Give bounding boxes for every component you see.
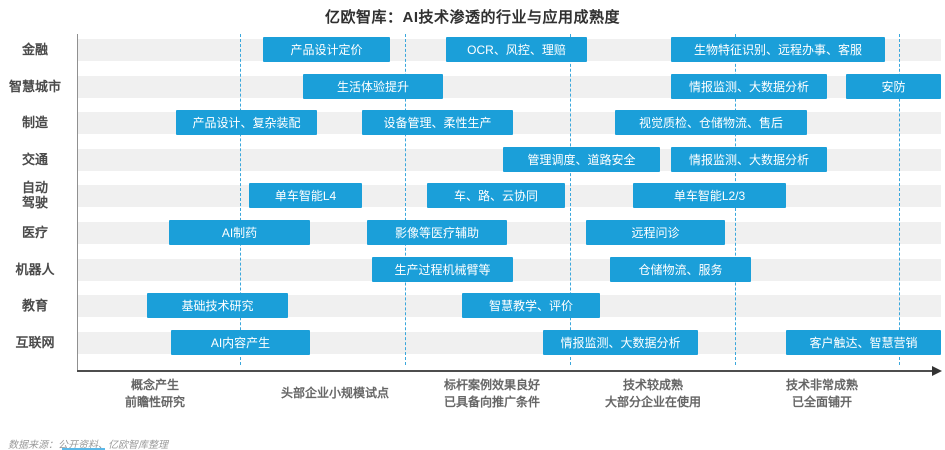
row-category-label: 教育 <box>21 297 48 313</box>
task-bar: 情报监测、大数据分析 <box>671 74 827 99</box>
task-bar: AI内容产生 <box>171 330 310 355</box>
task-bar: 远程问诊 <box>586 220 725 245</box>
task-bar: 产品设计定价 <box>263 37 390 62</box>
task-bar: AI制药 <box>169 220 310 245</box>
maturity-stage-label: 技术非常成熟 已全面铺开 <box>785 377 858 409</box>
footer-accent-bar <box>62 448 105 450</box>
task-bar: 生物特征识别、远程办事、客服 <box>671 37 885 62</box>
task-bar: 单车智能L2/3 <box>633 183 786 208</box>
row-category-label: 智慧城市 <box>8 78 61 94</box>
stage-gridline <box>240 34 241 365</box>
chart-title: 亿欧智库：AI技术渗透的行业与应用成熟度 <box>324 9 620 26</box>
task-bar: 视觉质检、仓储物流、售后 <box>615 110 807 135</box>
row-category-label: 机器人 <box>15 261 55 277</box>
task-bar: 生产过程机械臂等 <box>372 257 513 282</box>
maturity-stage-label: 标杆案例效果良好 已具备向推广条件 <box>443 377 540 409</box>
task-bar: 客户触达、智慧营销 <box>786 330 941 355</box>
task-bar: 单车智能L4 <box>249 183 362 208</box>
task-bar: 安防 <box>846 74 941 99</box>
task-bar: 生活体验提升 <box>303 74 443 99</box>
x-axis-arrow-icon <box>932 366 942 376</box>
task-bar: OCR、风控、理赔 <box>446 37 587 62</box>
y-axis-line <box>77 34 78 371</box>
task-bar: 仓储物流、服务 <box>610 257 751 282</box>
maturity-stage-label: 概念产生 前瞻性研究 <box>124 377 185 409</box>
maturity-stage-label: 技术较成熟 大部分企业在使用 <box>604 377 701 409</box>
task-bar: 产品设计、复杂装配 <box>176 110 317 135</box>
task-bar: 车、路、云协同 <box>427 183 565 208</box>
task-bar: 情报监测、大数据分析 <box>543 330 698 355</box>
task-bar: 情报监测、大数据分析 <box>671 147 827 172</box>
row-category-label: 交通 <box>21 151 48 167</box>
stage-gridline <box>405 34 406 365</box>
row-category-label: 医疗 <box>21 224 48 240</box>
task-bar: 设备管理、柔性生产 <box>362 110 513 135</box>
source-note: 数据来源：公开资料、亿欧智库整理 <box>8 440 168 450</box>
task-bar: 智慧教学、评价 <box>462 293 600 318</box>
stage-gridline <box>899 34 900 365</box>
maturity-stage-label: 头部企业小规模试点 <box>280 386 389 401</box>
stage-gridline <box>570 34 571 365</box>
x-axis-line <box>77 370 933 372</box>
row-category-label: 互联网 <box>15 334 55 350</box>
task-bar: 管理调度、道路安全 <box>503 147 660 172</box>
row-category-label: 制造 <box>21 114 48 130</box>
row-category-label: 金融 <box>21 41 48 57</box>
task-bar: 影像等医疗辅助 <box>367 220 507 245</box>
row-category-label: 自动 驾驶 <box>21 180 48 210</box>
task-bar: 基础技术研究 <box>147 293 288 318</box>
